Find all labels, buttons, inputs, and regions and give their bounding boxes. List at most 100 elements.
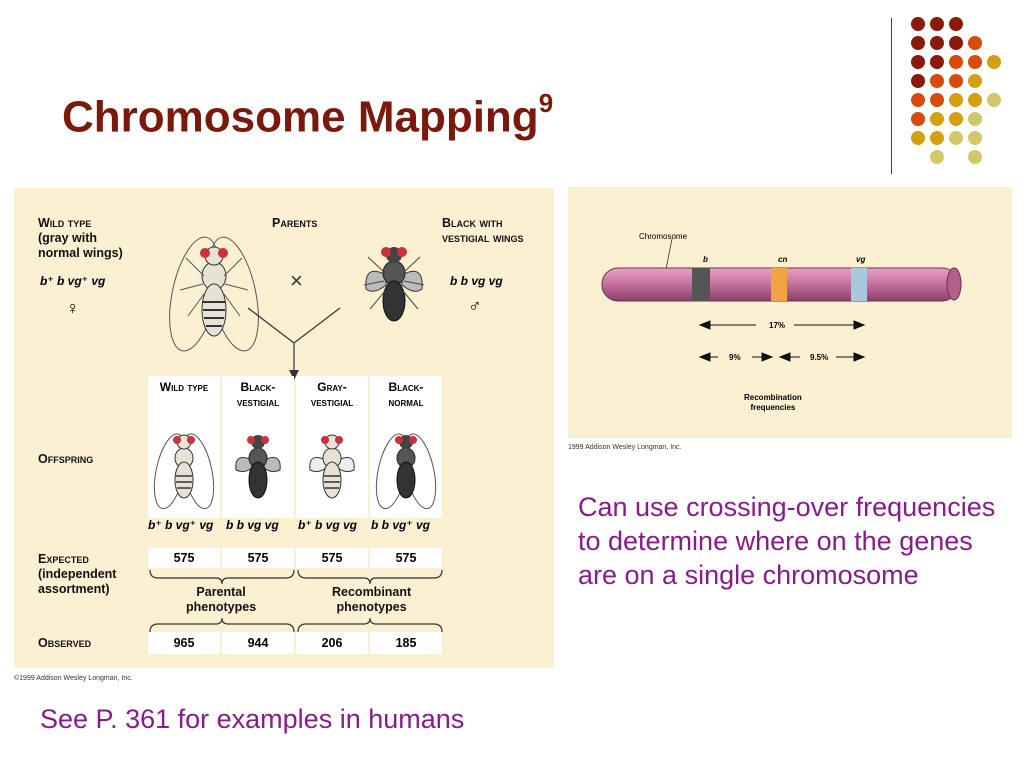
decorative-dot xyxy=(911,17,925,31)
recombination-frequencies-label: Recombination frequencies xyxy=(744,393,802,413)
gene-band-b xyxy=(692,268,710,301)
decorative-dot-grid xyxy=(911,17,1001,164)
observed-label: Observed xyxy=(38,636,92,650)
expected-value: 575 xyxy=(173,551,195,565)
decorative-dot xyxy=(949,93,963,107)
offspring-fly-black-normal xyxy=(375,433,437,510)
offspring-label: Offspring xyxy=(38,452,94,466)
offspring-genotype-black-normal: b b vg⁺ vg xyxy=(371,518,431,532)
decorative-dot xyxy=(987,93,1001,107)
gene-band-cn xyxy=(771,268,787,301)
offspring-genotype-black-vestigial: b b vg vg xyxy=(226,518,279,532)
offspring-fly-wild-type xyxy=(153,433,215,510)
cross-symbol: × xyxy=(290,268,303,293)
offspring-fly-gray-vestigial xyxy=(309,434,355,499)
wild-type-parent-label: Wild type (gray with normal wings) xyxy=(38,216,123,261)
decorative-dot xyxy=(968,150,982,164)
gene-band-vg xyxy=(851,268,867,301)
recombinant-line-1: Recombinant xyxy=(332,585,412,599)
female-parent-genotype: b⁺ b vg⁺ vg xyxy=(40,274,106,288)
observed-value: 944 xyxy=(247,636,269,650)
male-parent-genotype: b b vg vg xyxy=(450,274,503,288)
recombinant-phenotypes-label: Recombinant phenotypes xyxy=(332,585,411,615)
wild-type-parent-fly xyxy=(169,236,259,352)
decorative-dot xyxy=(968,131,982,145)
gene-label-vg: vg xyxy=(856,255,866,264)
expected-label: Expected (independent assortment) xyxy=(38,552,116,597)
observed-cell xyxy=(222,632,294,654)
expected-value: 575 xyxy=(321,551,343,565)
recomb-line-1: Recombination xyxy=(744,393,802,402)
wild-type-desc-2: normal wings) xyxy=(38,246,123,260)
decorative-dot xyxy=(930,74,944,88)
decorative-dot xyxy=(968,74,982,88)
offspring-genotype-wild-type: b⁺ b vg⁺ vg xyxy=(148,518,214,532)
parental-line-2: phenotypes xyxy=(186,600,257,614)
decorative-dot xyxy=(930,36,944,50)
distance-cn-vg: 9.5% xyxy=(810,353,829,362)
decorative-dot xyxy=(949,131,963,145)
cross-copyright: ©1999 Addison Wesley Longman, Inc. xyxy=(14,675,133,682)
observed-value: 185 xyxy=(395,636,417,650)
distance-b-cn: 9% xyxy=(729,353,741,362)
gene-label-b: b xyxy=(703,255,708,264)
column-heading-line: Black- xyxy=(240,380,276,394)
decorative-dot xyxy=(949,36,963,50)
decorative-dot xyxy=(911,93,925,107)
slide-title-superscript: 9 xyxy=(538,88,554,118)
decorative-dot xyxy=(949,55,963,69)
expected-cell xyxy=(148,548,220,568)
observed-cell xyxy=(370,632,442,654)
expected-value: 575 xyxy=(395,551,417,565)
decorative-dot xyxy=(911,112,925,126)
decorative-dot xyxy=(930,93,944,107)
offspring-genotype-gray-vestigial: b⁺ b vg vg xyxy=(298,518,358,532)
parental-line-1: Parental xyxy=(196,585,246,599)
parents-label: Parents xyxy=(272,216,318,230)
slide-title-text: Chromosome Mapping xyxy=(62,92,539,142)
decorative-dot xyxy=(911,74,925,88)
column-heading-gray-vestigial: Gray-vestigial xyxy=(297,380,367,410)
slide-title: Chromosome Mapping9 xyxy=(62,88,553,143)
expected-cell xyxy=(370,548,442,568)
decorative-dot xyxy=(911,55,925,69)
decorative-dot xyxy=(911,36,925,50)
column-heading-line: vestigial xyxy=(236,395,280,409)
expected-cell xyxy=(222,548,294,568)
decorative-dot xyxy=(930,150,944,164)
expected-desc-1: (independent xyxy=(38,567,117,581)
decorative-dot xyxy=(911,131,925,145)
decorative-dot xyxy=(949,74,963,88)
column-heading-line: normal xyxy=(388,395,424,409)
decorative-dot xyxy=(968,36,982,50)
explanation-text: Can use crossing-over frequencies to det… xyxy=(578,492,996,590)
divider-line xyxy=(891,18,892,174)
decorative-dot xyxy=(930,131,944,145)
cross-diagram-panel: Wild type (gray with normal wings) b⁺ b … xyxy=(14,188,554,668)
chromosome-map-panel: Chromosome b cn vg 17% 9% 9.5% Recombina… xyxy=(568,187,1012,438)
parental-phenotypes-label: Parental phenotypes xyxy=(186,585,256,615)
parent-flies-illustration xyxy=(169,236,425,380)
decorative-dot xyxy=(968,112,982,126)
decorative-dot xyxy=(930,55,944,69)
column-heading-line: Black- xyxy=(388,380,424,394)
column-heading-wild-type: Wild type xyxy=(149,380,219,395)
decorative-dot xyxy=(930,112,944,126)
footer-note: See P. 361 for examples in humans xyxy=(40,704,465,734)
column-heading-line: Gray- xyxy=(317,380,347,394)
expected-value: 575 xyxy=(247,551,269,565)
male-symbol: ♂ xyxy=(468,296,482,316)
offspring-flies-illustration xyxy=(153,433,437,510)
recombinant-line-2: phenotypes xyxy=(336,600,407,614)
gene-label-cn: cn xyxy=(778,255,788,264)
map-copyright: 1999 Addison Wesley Longman, Inc. xyxy=(568,444,682,451)
expected-heading: Expected xyxy=(38,552,89,566)
chromosome-label: Chromosome xyxy=(639,232,688,241)
black-vestigial-parent-label: Black with vestigial wings xyxy=(442,216,523,246)
decorative-dot xyxy=(968,93,982,107)
wild-type-heading: Wild type xyxy=(38,216,92,230)
expected-cell xyxy=(296,548,368,568)
female-symbol: ♀ xyxy=(66,298,80,318)
decorative-dot xyxy=(968,55,982,69)
observed-cell xyxy=(148,632,220,654)
